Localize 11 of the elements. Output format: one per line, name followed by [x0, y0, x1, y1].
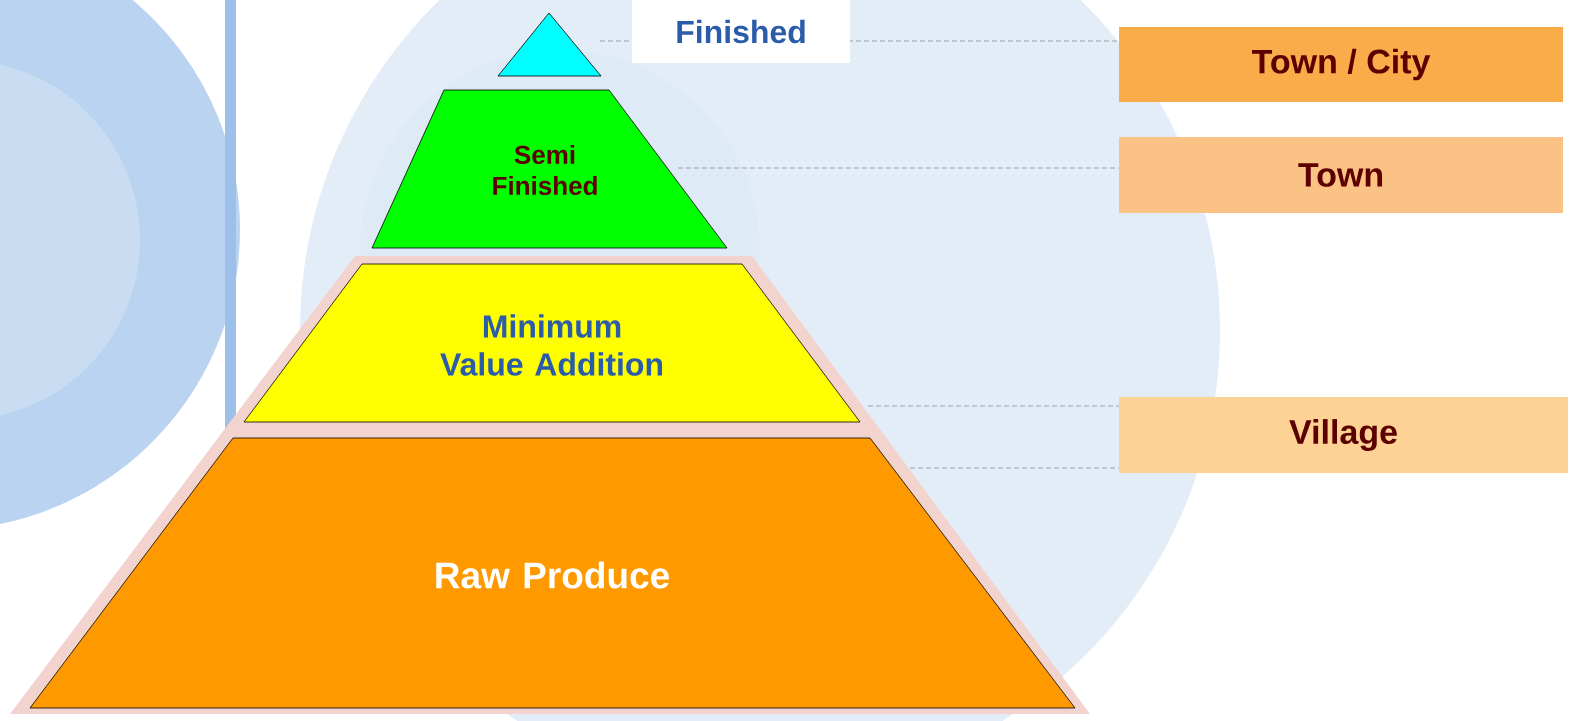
triangle-shape: [497, 12, 602, 77]
dashed-line: [867, 405, 1120, 407]
place-box: Village: [1119, 397, 1568, 473]
pyramid-tier: Minimum Value Addition: [243, 263, 861, 423]
dashed-line: [909, 467, 1120, 469]
pyramid-tier: Raw Produce: [29, 437, 1076, 709]
place-box: Town / City: [1119, 27, 1563, 102]
place-box: Town: [1119, 137, 1563, 213]
dashed-line: [677, 167, 1120, 169]
pyramid-tier: Semi Finished: [371, 89, 728, 249]
label-box: Finished: [632, 0, 850, 63]
